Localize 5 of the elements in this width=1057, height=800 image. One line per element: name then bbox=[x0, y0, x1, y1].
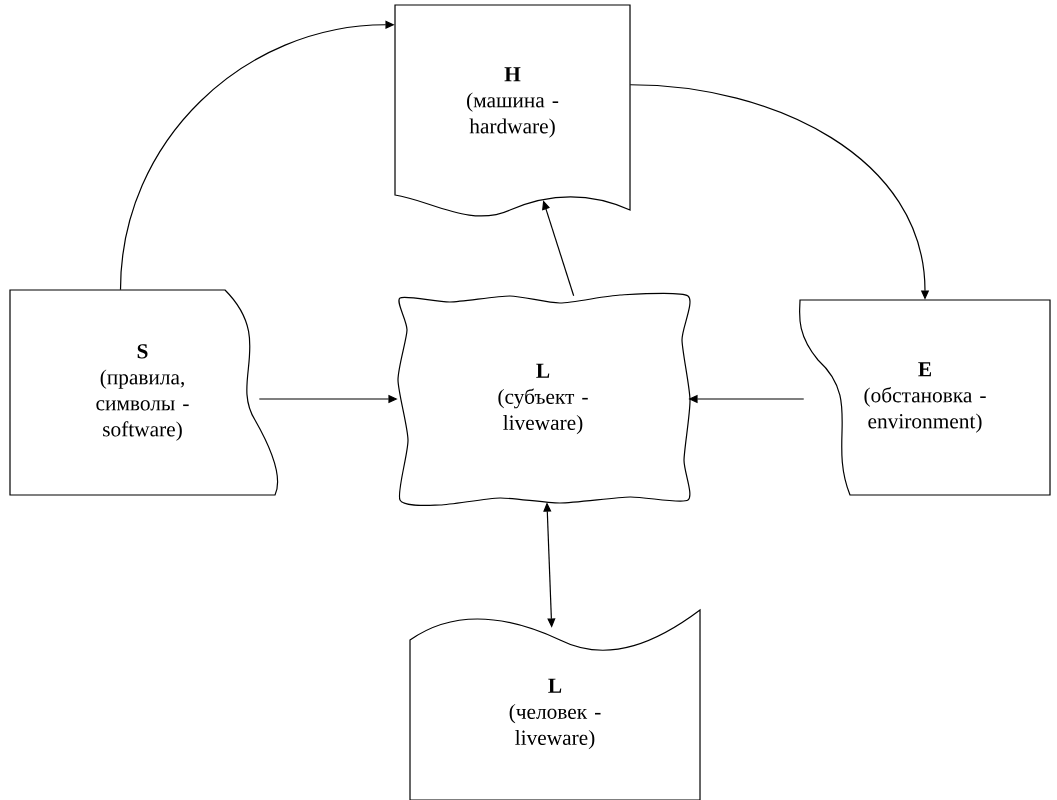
document-box: H (машина - hardware) bbox=[394, 4, 631, 217]
document-box: L (человек - liveware) bbox=[409, 609, 701, 800]
torn-paper-box: L (субъект - liveware) bbox=[397, 292, 691, 506]
document-box: E (обстановка - environment) bbox=[798, 299, 1051, 496]
document-box: S (правила, символы - software) bbox=[9, 289, 279, 496]
